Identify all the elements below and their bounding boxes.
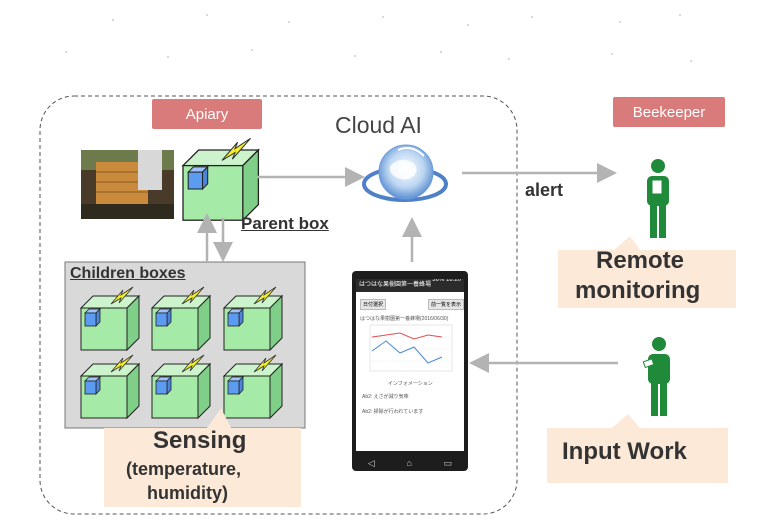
remote-callout-tail [614, 236, 640, 250]
cloud-ai-icon [362, 144, 448, 202]
input-callout-tail [612, 414, 640, 428]
remote-monitoring-line2: monitoring [575, 277, 701, 304]
recents-icon[interactable]: ▭ [443, 457, 453, 468]
sensing-line2: humidity) [147, 483, 228, 503]
sensing-title: Sensing [153, 427, 247, 454]
alert-label: alert [525, 180, 564, 200]
phone-app-title: はつはな果樹園第一養蜂場 [359, 282, 432, 288]
remote-monitoring-callout [558, 250, 736, 308]
parent-box-label: Parent box [241, 214, 329, 233]
phone-status-bar: はつはな果樹園第一養蜂場 36% 16:20 [356, 279, 464, 292]
phone-info-2: Ab2: 掃除が行われています [362, 409, 424, 415]
input-work-label: Input Work [562, 438, 687, 465]
parent-box-cube [182, 137, 260, 221]
humidity-series [371, 340, 443, 364]
beekeeper-person-icon [647, 159, 669, 238]
remote-monitoring-line1: Remote [596, 247, 685, 274]
phone-status: 36% 16:20 [432, 279, 461, 283]
sensing-callout [104, 428, 301, 507]
input-work-callout [547, 428, 728, 483]
date-select-button[interactable]: 日付選択 [360, 299, 387, 310]
phone-axis-label: インフォメーション [388, 381, 433, 387]
children-boxes-label: Children boxes [70, 265, 186, 282]
phone-info-1: Ab2: えさが減り気味 [362, 394, 409, 400]
phone-screen: はつはな果樹園第一養蜂場 36% 16:20 日付選択 前一覧を表示 はつはな果… [356, 279, 465, 451]
input-worker-person-icon [642, 337, 670, 416]
phone-line-chart [369, 324, 453, 372]
phone-nav-bar: ◁ ⌂ ▭ [352, 455, 468, 471]
sensing-line1: (temperature, [126, 459, 242, 479]
home-icon[interactable]: ⌂ [406, 458, 412, 468]
phone-chart-title: はつはな果樹園第一養蜂場(2016/06/30) [360, 316, 449, 322]
back-icon[interactable]: ◁ [367, 457, 375, 468]
apiary-photo [81, 150, 174, 219]
beekeeper-tag: Beekeeper [613, 97, 725, 127]
temperature-series [371, 332, 443, 340]
apiary-boundary [39, 95, 518, 515]
cloud-ai-title: Cloud AI [335, 112, 422, 138]
apiary-tag: Apiary [152, 99, 262, 129]
smartphone-app: はつはな果樹園第一養蜂場 36% 16:20 日付選択 前一覧を表示 はつはな果… [352, 271, 468, 471]
sensing-callout-tail [207, 408, 231, 428]
noise-dots [65, 14, 692, 62]
show-list-button[interactable]: 前一覧を表示 [428, 299, 465, 310]
